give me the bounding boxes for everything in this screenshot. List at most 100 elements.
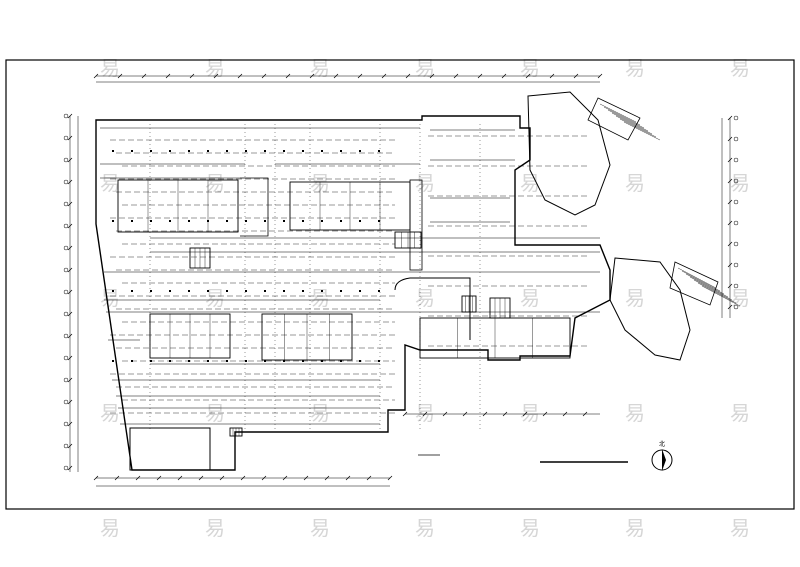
light-fixture <box>131 290 133 292</box>
dimension-tick <box>442 411 448 417</box>
light-fixture <box>169 220 171 222</box>
light-fixture <box>112 290 114 292</box>
watermark-glyph: 易 <box>100 56 120 80</box>
dimension-tick <box>345 475 351 481</box>
balcony-line <box>619 118 657 138</box>
dimension-tick <box>67 267 73 273</box>
light-fixture <box>321 220 323 222</box>
dimension-tick <box>198 475 204 481</box>
dimension-tick <box>453 73 459 79</box>
grid-axis-bubble <box>733 136 739 142</box>
light-fixture <box>169 290 171 292</box>
dimension-tick <box>189 73 195 79</box>
light-fixture <box>112 360 114 362</box>
watermark-glyph: 易 <box>310 286 330 310</box>
wiring-runs <box>110 135 590 414</box>
watermark-glyph: 易 <box>100 286 120 310</box>
light-fixture <box>150 150 152 152</box>
light-fixture <box>150 220 152 222</box>
grid-axis-bubble <box>63 113 69 119</box>
balcony-line <box>607 109 645 129</box>
grid-axis-bubble <box>63 179 69 185</box>
residential-towers <box>527 91 741 361</box>
dimension-tick <box>67 443 73 449</box>
light-fixture <box>150 290 152 292</box>
grid-axis-bubble <box>733 283 739 289</box>
dimension-tick <box>402 411 408 417</box>
dimension-tick <box>67 179 73 185</box>
dimension-tick <box>324 475 330 481</box>
watermark-glyph: 易 <box>625 516 645 540</box>
dimension-tick <box>549 73 555 79</box>
balcony-line <box>615 115 653 135</box>
light-fixture <box>378 150 380 152</box>
dimension-tick <box>727 199 733 205</box>
light-fixture <box>359 220 361 222</box>
light-fixture <box>378 290 380 292</box>
light-fixture <box>226 290 228 292</box>
dimension-tick <box>67 245 73 251</box>
watermark-glyph: 易 <box>205 286 225 310</box>
light-fixture <box>359 360 361 362</box>
dimension-tick <box>727 115 733 121</box>
dimension-tick <box>261 475 267 481</box>
pump-room <box>129 427 211 471</box>
grid-axis-bubble <box>63 223 69 229</box>
balcony-line <box>611 112 649 132</box>
dimension-tick <box>141 73 147 79</box>
balcony-line <box>701 285 741 307</box>
watermark-glyph: 易 <box>415 171 435 195</box>
watermark-glyph: 易 <box>205 516 225 540</box>
light-fixture <box>302 290 304 292</box>
light-fixture <box>340 220 342 222</box>
light-fixture <box>245 290 247 292</box>
dimension-tick <box>309 73 315 79</box>
grid-axis-bubble <box>63 311 69 317</box>
light-fixture <box>188 290 190 292</box>
grid-axis-bubble <box>733 220 739 226</box>
dimension-tick <box>219 475 225 481</box>
balcony-line <box>689 276 729 298</box>
watermark-glyph: 易 <box>730 401 750 425</box>
grid-axis-bubble <box>63 135 69 141</box>
grid-axis-bubble <box>63 355 69 361</box>
drawing-frame <box>5 59 795 510</box>
light-fixture <box>226 360 228 362</box>
watermark-glyph: 易 <box>415 401 435 425</box>
balcony-line <box>697 282 737 304</box>
dimension-tick <box>502 411 508 417</box>
dimension-tick <box>67 465 73 471</box>
watermark-glyph: 易 <box>415 286 435 310</box>
grid-axis-bubble <box>63 267 69 273</box>
dimension-tick <box>381 73 387 79</box>
dimension-tick <box>462 411 468 417</box>
light-fixture <box>283 220 285 222</box>
dimension-tick <box>285 73 291 79</box>
grid-axis-bubble <box>733 262 739 268</box>
tower-lower-outline <box>609 257 691 361</box>
watermark-glyph: 易 <box>520 56 540 80</box>
watermark-glyph: 易 <box>520 171 540 195</box>
parking-row-lines <box>100 124 600 430</box>
dimension-tick <box>727 283 733 289</box>
watermark-glyph: 易 <box>730 286 750 310</box>
dimension-tick <box>67 377 73 383</box>
dimension-tick <box>542 411 548 417</box>
dimension-tick <box>213 73 219 79</box>
watermark-glyph: 易 <box>205 171 225 195</box>
dimension-tick <box>333 73 339 79</box>
dimension-tick <box>727 262 733 268</box>
grid-axis-bubble <box>63 289 69 295</box>
dimension-tick <box>405 73 411 79</box>
light-fixture <box>150 360 152 362</box>
light-fixture <box>188 360 190 362</box>
light-fixture <box>264 360 266 362</box>
dimension-tick <box>117 73 123 79</box>
dimension-tick <box>501 73 507 79</box>
dimension-tick <box>156 475 162 481</box>
light-fixture <box>131 220 133 222</box>
light-fixture <box>359 290 361 292</box>
dimension-tick <box>67 223 73 229</box>
dimension-tick <box>67 289 73 295</box>
